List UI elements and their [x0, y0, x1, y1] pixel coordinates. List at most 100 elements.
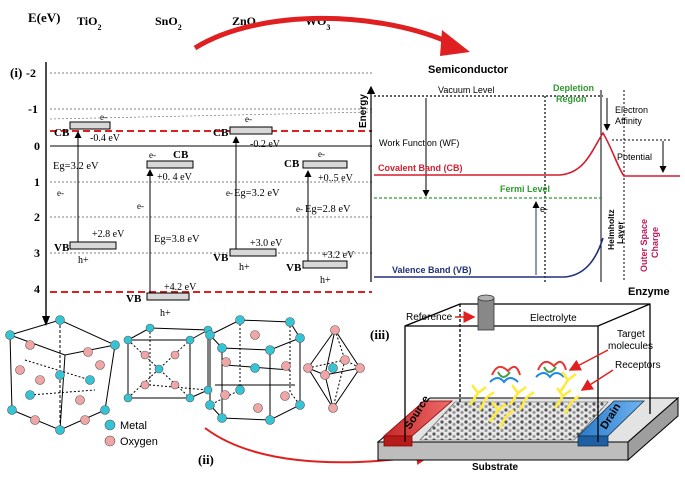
cb-energy: +0. 4 eV [157, 172, 193, 183]
electron-label: e- [57, 188, 64, 198]
electron-label: e- [100, 112, 107, 122]
wo3-bands: CB e- +0..5 eV e- Eg=2.8 eV +3.2 eV VB h… [284, 149, 355, 286]
tick-label: 2 [34, 210, 40, 224]
material-label-sno2: SnO2 [155, 14, 182, 32]
electron-affinity-label: Electron [615, 105, 648, 115]
electrolyte-chamber [404, 303, 651, 442]
electron-label: e- [296, 204, 303, 214]
tick-label: 4 [34, 282, 40, 296]
gridlines [50, 72, 372, 254]
fermi-level-label: Fermi Level [500, 184, 550, 194]
semiconductor-energy-diagram: Semiconductor Energy Vacuum Level Deplet… [358, 64, 680, 298]
atom-legend: Metal Oxygen [104, 419, 158, 448]
substrate-side [627, 396, 679, 462]
vb-energy: +2.8 eV [92, 229, 125, 240]
tick-label: 3 [34, 246, 40, 260]
reference-electrode [477, 294, 495, 331]
valence-band-label: Valence Band (VB) [392, 265, 472, 275]
cb-energy: +0..5 eV [318, 173, 354, 184]
oxygen-atoms [15, 325, 365, 425]
bandgap: Eg=3.2 eV [53, 161, 99, 172]
transition-arrow [193, 15, 457, 51]
electron-label: e- [137, 201, 144, 211]
potential-label: Potential [617, 152, 652, 162]
tetragonal-structure [127, 327, 210, 399]
valence-band [146, 292, 190, 301]
tick-label: -2 [26, 66, 36, 80]
electron-transfer-label: e- [540, 204, 548, 214]
band-edge-diagram: E(eV) (i) TiO2 SnO2 ZnO WO3 -2 -1 0 1 2 … [10, 10, 373, 326]
metal-legend-swatch [104, 419, 116, 431]
semiconductor-title: Semiconductor [428, 64, 509, 76]
material-label-tio2: TiO2 [77, 14, 101, 32]
hole-label: h+ [160, 308, 171, 319]
conduction-band [302, 160, 348, 169]
oxygen-legend-label: Oxygen [120, 436, 158, 448]
work-function-label: Work Function (WF) [379, 138, 459, 148]
hole-label: h+ [239, 262, 250, 273]
cb-label: CB [54, 127, 70, 139]
electron-label: e- [226, 188, 233, 198]
sensor-device-panel: (iii) Substrate Source Drain Electrolyte… [370, 294, 680, 473]
drain-electrode-front [577, 435, 609, 447]
helmholtz-line-1: Helmholtz [606, 209, 616, 250]
metal-atoms [5, 315, 338, 435]
sno2-bands: e- CB +0. 4 eV e- Eg=3.8 eV +4.2 eV VB h… [126, 149, 200, 319]
conduction-band [146, 160, 194, 169]
reference-label: Reference [406, 312, 453, 323]
conduction-band [229, 126, 273, 135]
bandgap: Eg=3.8 eV [154, 234, 200, 245]
metal-legend-label: Metal [120, 420, 147, 432]
electron-label: e- [318, 149, 325, 159]
crystal-structures-panel: Metal Oxygen (ii) [5, 315, 365, 467]
valence-band [69, 241, 117, 250]
tick-label: 0 [34, 139, 40, 153]
conduction-band [69, 121, 111, 130]
valence-band-curve [374, 237, 604, 278]
depletion-label: Depletion [553, 83, 594, 93]
transition-arrow-head [440, 30, 470, 56]
cb-label: CB [213, 127, 229, 139]
vacuum-level-label: Vacuum Level [438, 85, 494, 95]
panel-ii-label: (ii) [198, 452, 214, 467]
cb-energy: -0.4 eV [90, 133, 121, 144]
tio2-bands: CB e- -0.4 eV Eg=3.2 eV e- +2.8 eV VB h+ [53, 112, 125, 266]
valence-band [302, 260, 348, 269]
electron-label: e- [149, 150, 156, 160]
atoms [5, 315, 365, 435]
helmholtz-label: HelmholtzLayer [606, 209, 625, 250]
vb-energy: +4.2 eV [164, 282, 197, 293]
panel-i-label: (i) [10, 65, 22, 80]
vb-energy: +3.0 eV [250, 238, 283, 249]
receptors [468, 371, 580, 429]
bandgap: Eg=2.8 eV [305, 204, 351, 215]
vb-label: VB [213, 252, 229, 264]
enzyme-label: Enzyme [628, 286, 670, 298]
zno-bands: CB e- -0.2 eV e- Eg=3.2 eV +3.0 eV VB h+ [213, 114, 283, 273]
energy-axis-arrow [42, 316, 50, 326]
receptors-label: Receptors [615, 360, 661, 371]
hole-label: h+ [78, 255, 89, 266]
outer-space-line-1: Outer Space [639, 219, 649, 272]
target-molecules-label: Target [617, 329, 645, 340]
cb-energy: -0.2 eV [250, 139, 281, 150]
electron-affinity-label: Affinity [615, 116, 642, 126]
vb-label: VB [54, 242, 70, 254]
vb-label: VB [126, 293, 142, 305]
energy-axis-title: E(eV) [28, 10, 61, 25]
energy-axis-label: Energy [358, 94, 369, 128]
depletion-label: Region [556, 94, 587, 104]
bandgap: Eg=3.2 eV [234, 188, 280, 199]
cb-label: CB [173, 149, 189, 161]
cb-label: CB [284, 158, 300, 170]
outer-space-charge-label: Outer SpaceCharge [639, 219, 660, 272]
target-molecules-label: molecules [608, 341, 653, 352]
target-pointer [568, 349, 609, 371]
valence-band [229, 248, 277, 257]
dash-line-upper [49, 111, 373, 120]
vb-energy: +3.2 eV [322, 250, 355, 261]
helmholtz-line-2: Layer [615, 221, 625, 244]
oxygen-legend-swatch [104, 435, 116, 447]
covalent-band-label: Covalent Band (CB) [378, 163, 463, 173]
